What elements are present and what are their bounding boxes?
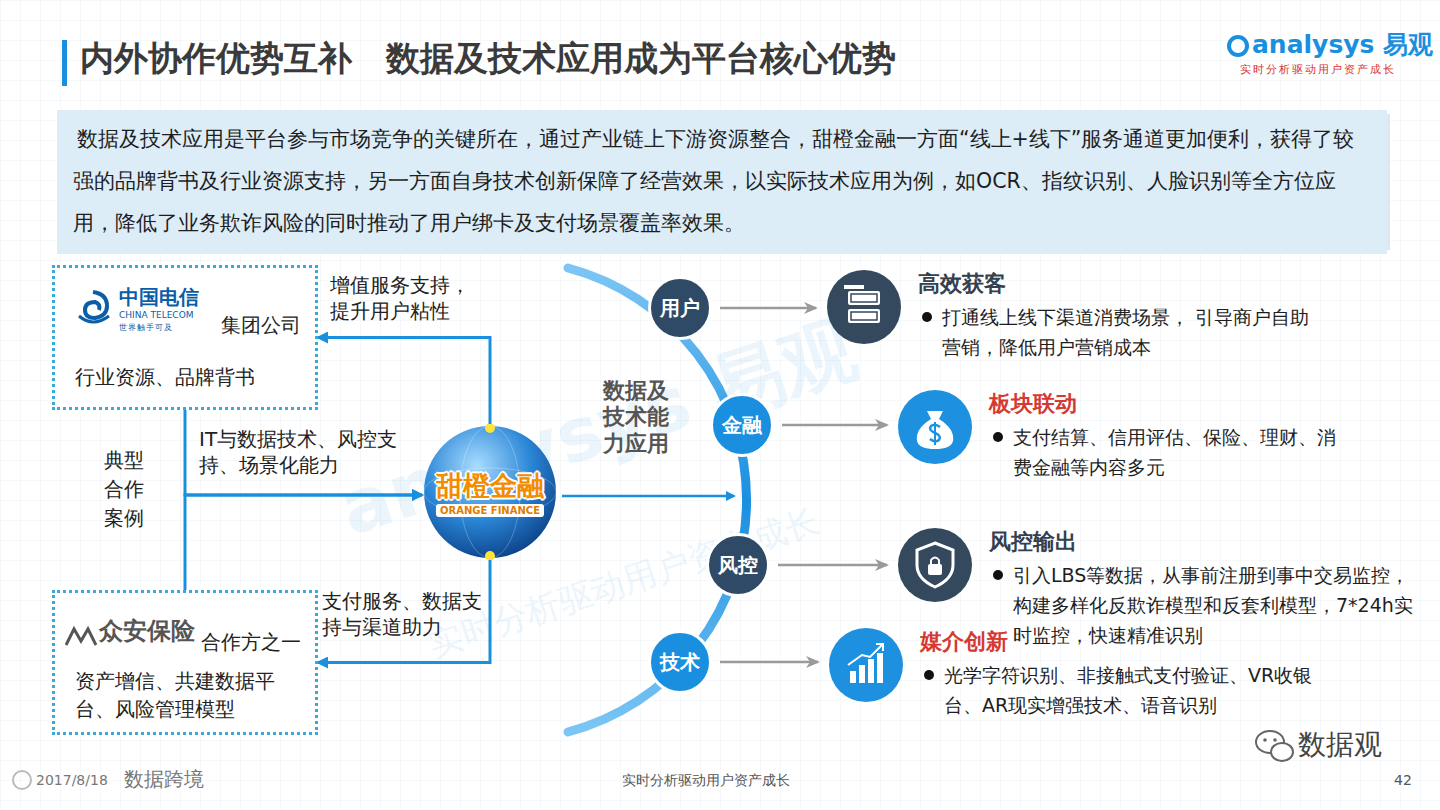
- edge-label: IT与数据技术、风控支持、场景化能力: [199, 426, 411, 478]
- box-text: CHINA TELECOM: [119, 310, 193, 320]
- footer-slogan: 实时分析驱动用户资产成长: [622, 772, 790, 790]
- logo-text: analysys 易观: [1252, 28, 1433, 61]
- feature-text-column: 风控输出引入LBS等数据，从事前注册到事中交易监控，构建多样化反欺诈模型和反套利…: [989, 527, 1414, 650]
- watermark-icon: [13, 771, 31, 789]
- box-text: 众安保险: [99, 615, 195, 647]
- box-text: 行业资源、品牌背书: [75, 364, 255, 391]
- bullet-item: 光学字符识别、非接触式支付验证、VR收银台、AR现实增强技术、语音识别: [920, 660, 1320, 720]
- footer-date: 2017/8/18: [36, 772, 108, 788]
- edge-label: 增值服务支持，提升用户粘性: [330, 272, 480, 324]
- box-text: 中国电信: [119, 284, 199, 311]
- feature-heading: 媒介创新: [920, 627, 1320, 657]
- watermark: 数据跨境: [124, 766, 204, 793]
- connector: [720, 661, 818, 664]
- node-circ: 风控: [706, 533, 770, 597]
- node-circ: 金融: [710, 393, 774, 457]
- connector: [720, 307, 816, 310]
- feature-body: 引入LBS等数据，从事前注册到事中交易监控，构建多样化反欺诈模型和反套利模型，7…: [1013, 560, 1414, 650]
- box-text: 世界触手可及: [119, 322, 173, 333]
- icon-circle: [828, 627, 904, 703]
- circle-label: 金融: [722, 412, 762, 439]
- feature-heading: 板块联动: [989, 389, 1339, 419]
- connector: [782, 424, 887, 427]
- node-feat: 板块联动支付结算、信用评估、保险、理财、消费金融等内容多元: [897, 389, 1339, 482]
- page-number: 42: [1394, 772, 1412, 788]
- feature-text-column: 媒介创新光学字符识别、非接触式支付验证、VR收银台、AR现实增强技术、语音识别: [920, 627, 1320, 720]
- node-feat: 高效获客打通线上线下渠道消费场景， 引导商户自助营销，降低用户营销成本: [826, 269, 1328, 362]
- node-circ: 用户: [648, 276, 712, 340]
- arc-label: 数据及技术能力应用: [603, 378, 669, 457]
- feature-text-column: 高效获客打通线上线下渠道消费场景， 引导商户自助营销，降低用户营销成本: [918, 269, 1328, 362]
- bullet-dot: [922, 312, 932, 322]
- edge-label: 支付服务、数据支持与渠道助力: [322, 588, 484, 640]
- circle-label: 风控: [718, 552, 758, 579]
- globe-text: ORANGE FINANCE: [436, 504, 544, 517]
- circle-label: 用户: [660, 295, 700, 322]
- node-zhongan: 众安保险合作方之一资产增信、共建数据平台、风险管理模型: [52, 590, 318, 735]
- globe-text: 甜橙金融: [422, 468, 558, 504]
- circle-label: 技术: [660, 649, 700, 676]
- bullet-item: 引入LBS等数据，从事前注册到事中交易监控，构建多样化反欺诈模型和反套利模型，7…: [989, 560, 1414, 650]
- box-text: 合作方之一: [201, 629, 301, 656]
- icon-circle: [897, 527, 973, 603]
- title-bar: [62, 40, 67, 86]
- connector: [318, 338, 490, 425]
- bullet-item: 支付结算、信用评估、保险、理财、消费金融等内容多元: [989, 422, 1339, 482]
- slide-title: 内外协作优势互补 数据及技术应用成为平台核心优势: [80, 36, 896, 82]
- logo-slogan: 实时分析驱动用户资产成长: [1240, 62, 1396, 77]
- node-feat: 媒介创新光学字符识别、非接触式支付验证、VR收银台、AR现实增强技术、语音识别: [828, 627, 1320, 720]
- node-circ: 技术: [648, 630, 712, 694]
- feature-body: 光学字符识别、非接触式支付验证、VR收银台、AR现实增强技术、语音识别: [944, 660, 1320, 720]
- zhongan-logo: [65, 623, 97, 647]
- connector: [778, 564, 887, 567]
- icon-circle: [897, 389, 973, 465]
- capability-arrow: [562, 495, 734, 498]
- box-text: 资产增信、共建数据平台、风险管理模型: [75, 667, 277, 723]
- node-band: 数据及技术应用是平台参与市场竞争的关键所在，通过产业链上下游资源整合，甜橙金融一…: [57, 110, 1387, 254]
- icon-circle: [826, 269, 902, 345]
- watermark: 数据观: [1298, 726, 1382, 764]
- intro-text: 数据及技术应用是平台参与市场竞争的关键所在，通过产业链上下游资源整合，甜橙金融一…: [73, 118, 1371, 244]
- bullet-dot: [993, 570, 1003, 580]
- side-label: 典型合作案例: [104, 446, 144, 533]
- logo-mark: [1229, 37, 1247, 55]
- telecom-logo: [73, 288, 113, 328]
- bullet-dot: [993, 432, 1003, 442]
- node-telecom: 中国电信CHINA TELECOM 世界触手可及 集团公司行业资源、品牌背书: [52, 265, 318, 410]
- bullet-dot: [924, 670, 934, 680]
- node-globe: 甜橙金融ORANGE FINANCE: [422, 424, 558, 560]
- feature-heading: 高效获客: [918, 269, 1328, 299]
- feature-heading: 风控输出: [989, 527, 1414, 557]
- feature-text-column: 板块联动支付结算、信用评估、保险、理财、消费金融等内容多元: [989, 389, 1339, 482]
- feature-body: 支付结算、信用评估、保险、理财、消费金融等内容多元: [1013, 422, 1339, 482]
- bullet-item: 打通线上线下渠道消费场景， 引导商户自助营销，降低用户营销成本: [918, 302, 1328, 362]
- feature-body: 打通线上线下渠道消费场景， 引导商户自助营销，降低用户营销成本: [942, 302, 1328, 362]
- box-text: 集团公司: [221, 312, 301, 339]
- wechat-icon: [1256, 731, 1293, 761]
